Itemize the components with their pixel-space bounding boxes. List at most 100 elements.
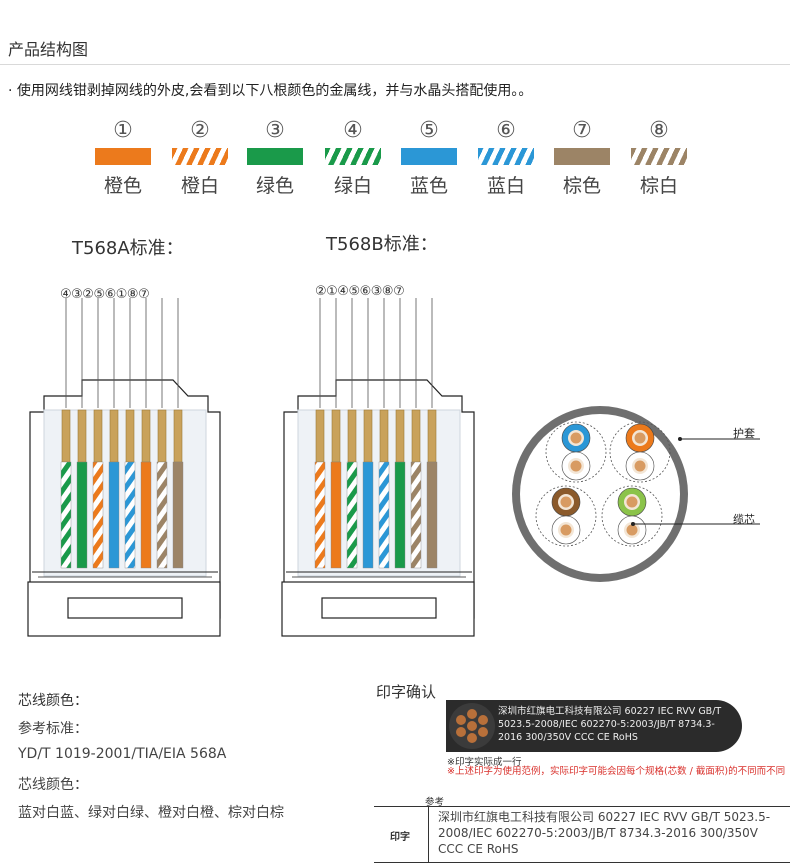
conductor-wire	[92, 461, 104, 569]
conductor-wire	[394, 461, 406, 569]
contact-pin	[411, 409, 421, 463]
wire-number: ③	[265, 118, 285, 143]
t568b-connector	[281, 298, 475, 637]
wire-label: 棕色	[562, 175, 601, 197]
reference-table-divider	[428, 806, 429, 862]
copper-core	[570, 432, 582, 444]
contact-pin	[77, 409, 87, 463]
contact-pin	[363, 409, 373, 463]
contact-pin	[379, 409, 389, 463]
wire-number: ⑧	[649, 118, 669, 143]
contact-pin	[395, 409, 405, 463]
conductor-wire	[172, 461, 184, 569]
conductor-wire	[124, 461, 136, 569]
copper-core	[634, 460, 646, 472]
wire-swatch	[325, 148, 381, 165]
reference-table	[374, 806, 790, 863]
core-label: 缆芯	[733, 513, 755, 526]
wire-label: 蓝色	[409, 175, 448, 197]
wire-legend-item: ⑤ 蓝色	[394, 118, 464, 198]
pair-boundary	[601, 485, 663, 547]
wire-legend-item: ⑦ 棕色	[547, 118, 617, 198]
inner-jacket	[520, 414, 680, 574]
cable-cross-section-icon	[449, 703, 495, 749]
reference-value: 深圳市红旗电工科技有限公司 60227 IEC RVV GB/T 5023.5-…	[438, 810, 771, 856]
contact-pin	[331, 409, 341, 463]
conductor-wire	[378, 461, 390, 569]
pair-boundary	[609, 421, 671, 483]
copper-core	[634, 432, 646, 444]
t568b-title: T568B标准：	[326, 234, 438, 255]
wire-number: ②	[190, 118, 210, 143]
conductor-wire	[156, 461, 168, 569]
t568b-order: ②①④⑤⑥③⑧⑦	[315, 284, 405, 299]
contact-pin	[315, 409, 325, 463]
intro-text: · 使用网线钳剥掉网线的外皮,会看到以下八根颜色的金属线，并与水晶头搭配使用。。	[8, 83, 533, 99]
cable-print-sample	[446, 700, 742, 752]
contact-pin	[93, 409, 103, 463]
conductor-wire	[140, 461, 152, 569]
ref-standard-heading: 参考标准：	[18, 721, 88, 737]
wire-legend-item: ④ 绿白	[318, 118, 388, 198]
wire-legend-item: ② 橙白	[165, 118, 235, 198]
wire-label: 橙色	[103, 175, 142, 197]
wire-number: ⑥	[496, 118, 516, 143]
contact-pin	[173, 409, 183, 463]
title-divider	[0, 64, 790, 65]
wire-swatch	[554, 148, 610, 165]
pair-boundary	[535, 485, 597, 547]
copper-core	[626, 496, 638, 508]
conductor-wire	[346, 461, 358, 569]
wire-swatch	[247, 148, 303, 165]
wire-number: ①	[113, 118, 133, 143]
contact-pin	[427, 409, 437, 463]
contact-pin	[125, 409, 135, 463]
core-color-value: 蓝对白蓝、绿对白绿、橙对白橙、棕对白棕	[18, 805, 284, 821]
section-title: 产品结构图	[8, 40, 89, 59]
ref-standard-value: YD/T 1019-2001/TIA/EIA 568A	[18, 746, 227, 762]
wire-legend-item: ③ 绿色	[240, 118, 310, 198]
t568a-order: ④③②⑤⑥①⑧⑦	[60, 287, 150, 302]
wire-number: ⑦	[572, 118, 592, 143]
conductor-wire	[426, 461, 438, 569]
wire-swatch	[95, 148, 151, 165]
wire-number: ⑤	[419, 118, 439, 143]
t568a-connector	[27, 298, 221, 637]
contact-pin	[157, 409, 167, 463]
wire-label: 蓝白	[486, 175, 525, 197]
cable-cross-section	[512, 406, 760, 582]
pair-boundary	[545, 421, 607, 483]
wire-legend-item: ⑥ 蓝白	[471, 118, 541, 198]
copper-core	[626, 524, 638, 536]
wire-label: 橙白	[180, 175, 219, 197]
plug-latch	[67, 597, 183, 619]
contact-pin	[141, 409, 151, 463]
conductor-wire	[60, 461, 72, 569]
copper-core	[570, 460, 582, 472]
copper-core	[560, 496, 572, 508]
cable-print-text: 深圳市红旗电工科技有限公司 60227 IEC RVV GB/T 5023.5-…	[498, 706, 722, 743]
conductor-wire	[76, 461, 88, 569]
wire-label: 绿色	[255, 175, 294, 197]
wire-label: 绿白	[333, 175, 372, 197]
print-confirm-title: 印字确认	[376, 683, 437, 701]
conductor-wire	[410, 461, 422, 569]
wire-legend-item: ① 橙色	[88, 118, 158, 198]
conductor-wire	[108, 461, 120, 569]
reference-label: 参考	[425, 797, 445, 808]
wire-swatch	[478, 148, 534, 165]
copper-core	[560, 524, 572, 536]
print-note-1: ※印字实际成一行	[447, 757, 522, 768]
plug-latch	[321, 597, 437, 619]
wire-swatch	[401, 148, 457, 165]
contact-pin	[109, 409, 119, 463]
core-color-heading-2: 芯线颜色：	[18, 777, 88, 793]
core-color-heading: 芯线颜色：	[18, 693, 88, 709]
print-note-2: ※上述印字为使用范例，实际印字可能会因每个规格(芯数 / 截面积)的不同而不同	[447, 766, 786, 777]
conductor-wire	[314, 461, 326, 569]
conductor-wire	[330, 461, 342, 569]
wire-number: ④	[343, 118, 363, 143]
conductor-wire	[362, 461, 374, 569]
